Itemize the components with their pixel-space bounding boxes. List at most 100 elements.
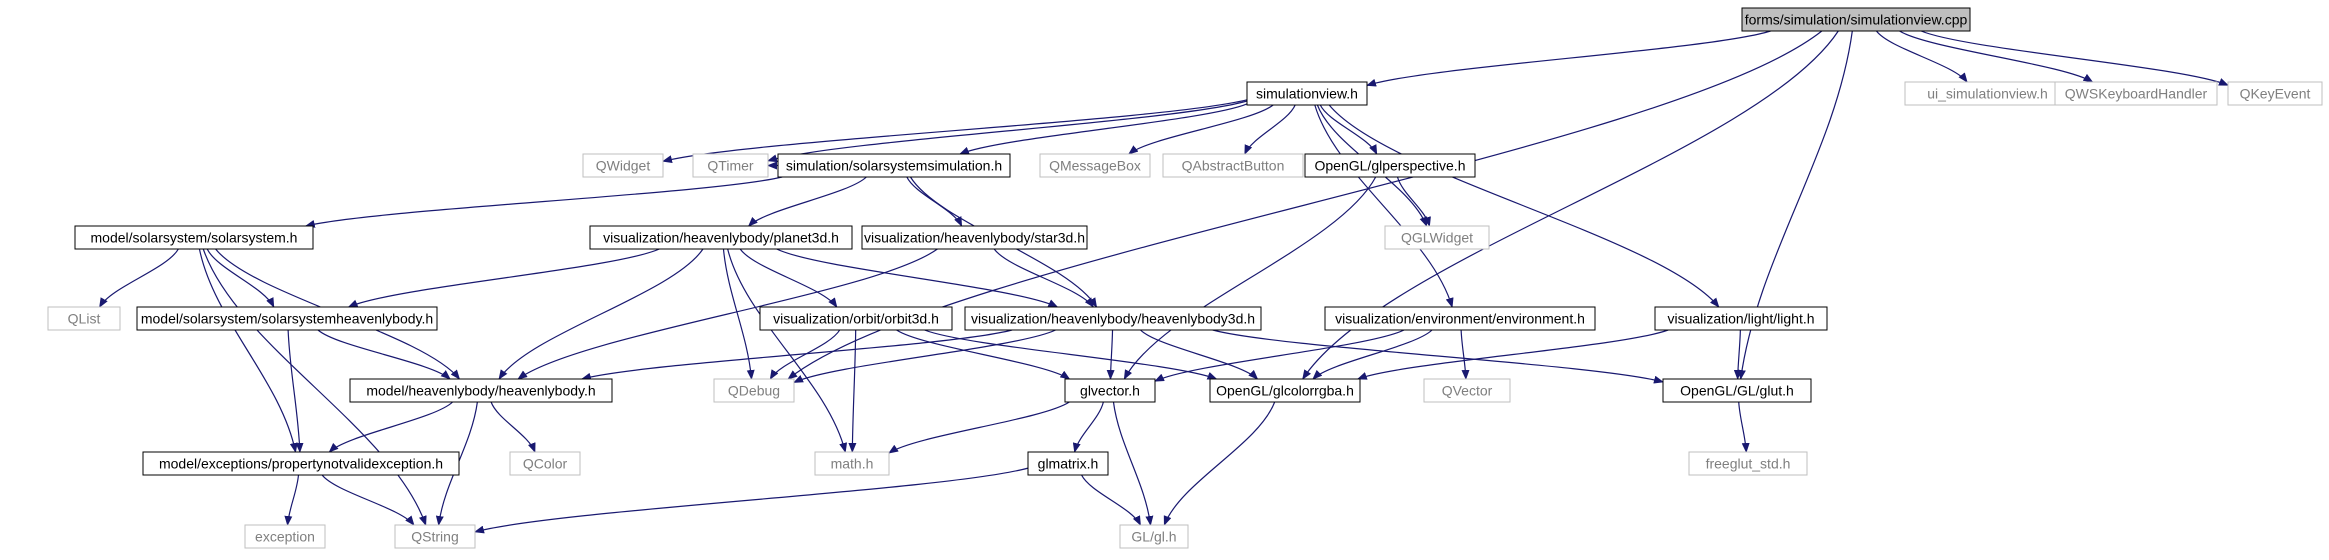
node-label-ui_simview: ui_simulationview.h	[1927, 86, 2048, 102]
node-glpersp[interactable]: OpenGL/glperspective.h	[1304, 153, 1476, 178]
node-qlist[interactable]: QList	[47, 306, 121, 331]
edge-hb-to-propex	[328, 401, 454, 453]
node-mathh[interactable]: math.h	[814, 451, 890, 476]
node-simview_h[interactable]: simulationview.h	[1246, 81, 1368, 106]
node-box-freeglut	[1688, 451, 1808, 476]
node-qabsbtn[interactable]: QAbstractButton	[1162, 153, 1304, 178]
node-box-light	[1654, 306, 1828, 331]
node-label-exception: exception	[255, 529, 315, 545]
node-label-qstring: QString	[411, 529, 458, 545]
node-box-solarsystem	[74, 225, 314, 250]
node-box-qmsgbox	[1039, 153, 1151, 178]
node-box-qlist	[47, 306, 121, 331]
edge-env-to-qvector	[1460, 329, 1470, 380]
edge-hb-to-qcolor	[490, 401, 536, 453]
edge-orbit3d-to-glvector	[896, 329, 1071, 380]
node-qwskbd[interactable]: QWSKeyboardHandler	[2054, 81, 2218, 106]
node-env[interactable]: visualization/environment/environment.h	[1324, 306, 1596, 331]
edge-planet3d-to-qdebug	[722, 248, 755, 380]
edge-sshb-to-hb	[317, 329, 451, 380]
edge-glcolor-to-glgl	[1163, 401, 1276, 526]
edge-simview_h-to-env	[1314, 104, 1454, 308]
node-planet3d[interactable]: visualization/heavenlybody/planet3d.h	[589, 225, 853, 250]
node-glcolor[interactable]: OpenGL/glcolorrgba.h	[1209, 378, 1361, 403]
node-label-glut: OpenGL/GL/glut.h	[1680, 383, 1794, 399]
node-label-hb3d: visualization/heavenlybody/heavenlybody3…	[971, 311, 1255, 327]
edge-solsim-to-solarsystem	[304, 176, 783, 228]
node-qcolor[interactable]: QColor	[509, 451, 581, 476]
node-exception[interactable]: exception	[244, 524, 326, 549]
node-qtimer[interactable]: QTimer	[692, 153, 769, 178]
node-box-planet3d	[589, 225, 853, 250]
node-box-qabsbtn	[1162, 153, 1304, 178]
edge-orbit3d-to-mathh	[848, 329, 857, 453]
node-hb3d[interactable]: visualization/heavenlybody/heavenlybody3…	[964, 306, 1262, 331]
edge-simview_h-to-glpersp	[1319, 104, 1378, 155]
node-qvector[interactable]: QVector	[1423, 378, 1511, 403]
node-label-qmsgbox: QMessageBox	[1049, 158, 1141, 174]
node-label-propex: model/exceptions/propertynotvalidexcepti…	[159, 456, 443, 472]
node-orbit3d[interactable]: visualization/orbit/orbit3d.h	[759, 306, 953, 331]
node-root[interactable]: forms/simulation/simulationview.cpp	[1741, 7, 1971, 32]
node-sshb[interactable]: model/solarsystem/solarsystemheavenlybod…	[136, 306, 438, 331]
node-box-glpersp	[1304, 153, 1476, 178]
edge-root-to-ui_simview	[1875, 30, 1968, 83]
node-box-glmatrix	[1027, 451, 1109, 476]
node-box-hb3d	[964, 306, 1262, 331]
edge-simview_h-to-light	[1328, 104, 1720, 308]
node-qwidget[interactable]: QWidget	[582, 153, 664, 178]
node-label-qglwidget: QGLWidget	[1401, 230, 1473, 246]
node-qmsgbox[interactable]: QMessageBox	[1039, 153, 1151, 178]
edge-hb3d-to-glut	[1212, 329, 1664, 384]
node-glut[interactable]: OpenGL/GL/glut.h	[1662, 378, 1812, 403]
node-label-env: visualization/environment/environment.h	[1335, 311, 1585, 327]
node-qstring[interactable]: QString	[394, 524, 476, 549]
node-label-qkeyevent: QKeyEvent	[2240, 86, 2311, 102]
edge-solarsystem-to-qlist	[99, 248, 179, 308]
node-box-mathh	[814, 451, 890, 476]
edge-planet3d-to-orbit3d	[739, 248, 838, 308]
edge-sshb-to-propex	[287, 329, 304, 453]
edge-light-to-glcolor	[1356, 329, 1669, 380]
node-label-glvector: glvector.h	[1080, 383, 1140, 399]
node-box-glcolor	[1209, 378, 1361, 403]
node-box-qwidget	[582, 153, 664, 178]
edge-star3d-to-hb	[517, 248, 938, 380]
node-ui_simview[interactable]: ui_simulationview.h	[1904, 81, 2071, 106]
node-label-glgl: GL/gl.h	[1131, 529, 1176, 545]
node-box-root	[1741, 7, 1971, 32]
edge-glmatrix-to-glgl	[1081, 474, 1141, 526]
node-label-glcolor: OpenGL/glcolorrgba.h	[1216, 383, 1354, 399]
edge-solarsystem-to-sshb	[206, 248, 275, 308]
node-hb[interactable]: model/heavenlybody/heavenlybody.h	[349, 378, 613, 403]
node-star3d[interactable]: visualization/heavenlybody/star3d.h	[861, 225, 1088, 250]
node-qglwidget[interactable]: QGLWidget	[1384, 225, 1490, 250]
edge-hb3d-to-glvector	[1106, 329, 1115, 380]
node-label-solsim: simulation/solarsystemsimulation.h	[786, 158, 1002, 174]
node-qdebug[interactable]: QDebug	[713, 378, 795, 403]
node-solsim[interactable]: simulation/solarsystemsimulation.h	[777, 153, 1011, 178]
node-freeglut[interactable]: freeglut_std.h	[1688, 451, 1808, 476]
node-label-glmatrix: glmatrix.h	[1038, 456, 1099, 472]
node-light[interactable]: visualization/light/light.h	[1654, 306, 1828, 331]
node-glvector[interactable]: glvector.h	[1064, 378, 1156, 403]
edge-glvector-to-glgl	[1112, 401, 1154, 526]
node-glmatrix[interactable]: glmatrix.h	[1027, 451, 1109, 476]
node-label-qlist: QList	[68, 311, 101, 327]
node-qkeyevent[interactable]: QKeyEvent	[2227, 81, 2323, 106]
node-label-root: forms/simulation/simulationview.cpp	[1745, 12, 1968, 28]
node-solarsystem[interactable]: model/solarsystem/solarsystem.h	[74, 225, 314, 250]
node-label-qdebug: QDebug	[728, 383, 780, 399]
node-box-qdebug	[713, 378, 795, 403]
node-box-simview_h	[1246, 81, 1368, 106]
edge-propex-to-qstring	[321, 474, 415, 526]
node-glgl[interactable]: GL/gl.h	[1119, 524, 1189, 549]
edge-simview_h-to-qabsbtn	[1244, 104, 1296, 155]
node-box-qtimer	[692, 153, 769, 178]
edge-env-to-glcolor	[1312, 329, 1433, 380]
node-propex[interactable]: model/exceptions/propertynotvalidexcepti…	[142, 451, 460, 476]
edge-glpersp-to-qglwidget	[1396, 176, 1431, 227]
node-box-exception	[244, 524, 326, 549]
node-box-orbit3d	[759, 306, 953, 331]
edge-planet3d-to-hb3d	[776, 248, 1059, 308]
